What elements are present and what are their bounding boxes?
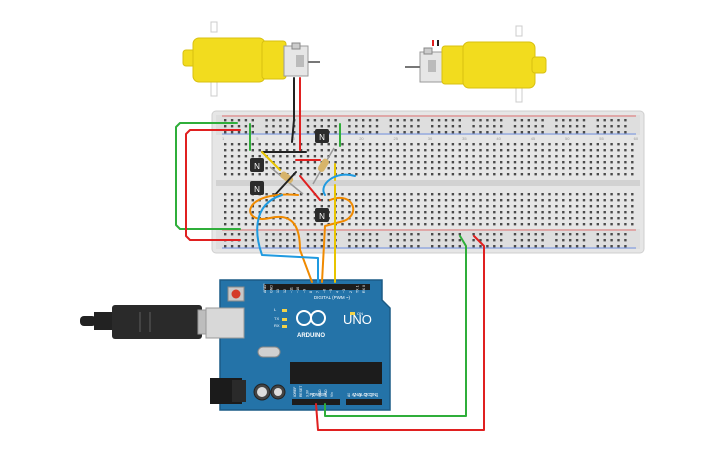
wire-motor-left-black[interactable] — [291, 77, 295, 143]
wire-blue-left[interactable] — [256, 194, 319, 283]
wire-yellow-a[interactable] — [261, 151, 281, 171]
analog-pin-label: A5 — [375, 393, 379, 397]
wire-orange-left[interactable] — [249, 193, 313, 283]
arduino-uno-board[interactable]: ARDUINO UNO DIGITAL (PWM ~) POWER ANALOG… — [205, 279, 391, 411]
power-pin-label: GND — [318, 389, 322, 397]
power-pin-label: 3.3V — [305, 389, 309, 397]
digital-pin-label: RX 0 — [362, 285, 366, 293]
transistor-q3[interactable]: N — [250, 181, 264, 195]
breadboard-column-number: 1 — [222, 136, 225, 141]
motor-left[interactable] — [182, 21, 320, 97]
digital-pin-header[interactable] — [264, 284, 370, 290]
breadboard-column-number: 30 — [428, 136, 433, 141]
breadboard-column-number: 25 — [394, 136, 399, 141]
led-label-l: L — [274, 307, 277, 312]
transistor-label: N — [254, 162, 260, 171]
analog-pin-label: A2 — [358, 393, 362, 397]
reset-button-icon[interactable] — [231, 289, 241, 299]
breadboard-column-number: 55 — [599, 136, 604, 141]
wire-red-diagonal[interactable] — [299, 175, 321, 201]
digital-pin-label: GND — [270, 285, 274, 293]
digital-header-label: DIGITAL (PWM ~) — [314, 295, 351, 300]
transistor-label: N — [319, 133, 325, 142]
transistor-q2[interactable]: N — [250, 158, 264, 172]
motor-right[interactable] — [405, 25, 547, 103]
transistor-label: N — [319, 212, 325, 221]
breadboard-column-number: 40 — [496, 136, 501, 141]
power-pin-label: 5V — [312, 392, 316, 397]
wire-red-power[interactable] — [315, 235, 485, 431]
digital-pin-label: 2 — [349, 291, 353, 293]
microcontroller-chip — [290, 362, 382, 384]
digital-pin-label: ~5 — [329, 289, 333, 293]
analog-pin-header[interactable] — [346, 399, 382, 405]
digital-pin-label: 7 — [316, 291, 320, 293]
power-pin-label: RESET — [299, 386, 303, 397]
wires — [175, 77, 485, 431]
power-pin-label: Vin — [330, 392, 334, 397]
digital-pin-label: 12 — [283, 289, 287, 293]
digital-pin-label: AREF — [263, 283, 267, 293]
wire-green-power[interactable] — [324, 235, 467, 417]
digital-pin-label: TX 1 — [355, 285, 359, 293]
breadboard-column-number: 50 — [565, 136, 570, 141]
power-pin-label: IOREF — [293, 387, 297, 397]
usb-cable[interactable] — [80, 305, 227, 339]
analog-pin-label: A0 — [347, 393, 351, 397]
resistor-right[interactable] — [312, 147, 335, 185]
power-pin-header[interactable] — [292, 399, 340, 405]
board-model-label: UNO — [343, 312, 372, 327]
analog-pin-label: A3 — [364, 393, 368, 397]
digital-pin-label: 13 — [276, 289, 280, 293]
breadboard-column-number: 45 — [531, 136, 536, 141]
transistor-q1[interactable]: N — [315, 129, 329, 143]
power-pin-label: GND — [324, 389, 328, 397]
digital-pin-label: 4 — [336, 291, 340, 293]
transistor-q4[interactable]: N — [315, 208, 329, 222]
digital-pin-label: ~6 — [322, 289, 326, 293]
breadboard[interactable]: 151015202530354045505560 — [211, 110, 645, 254]
breadboard-column-number: 60 — [634, 136, 639, 141]
digital-pin-label: ~3 — [342, 289, 346, 293]
breadboard-column-number: 5 — [256, 136, 259, 141]
breadboard-column-number: 35 — [462, 136, 467, 141]
digital-pin-label: ~11 — [289, 287, 293, 293]
breadboard-column-number: 20 — [359, 136, 364, 141]
wire-blue-right[interactable] — [322, 173, 356, 196]
analog-pin-label: A1 — [353, 393, 357, 397]
led-label-tx: TX — [274, 316, 279, 321]
wire-orange-right[interactable] — [321, 196, 355, 283]
led-label-on: ON — [357, 311, 363, 316]
digital-pin-label: ~9 — [303, 289, 307, 293]
wire-left-green[interactable] — [175, 122, 241, 230]
power-header-label: POWER — [309, 392, 327, 397]
analog-pin-label: A4 — [369, 393, 373, 397]
arduino-logo-icon — [296, 310, 326, 326]
arduino-logo-text: ARDUINO — [297, 333, 325, 339]
wire-black-diagonal[interactable] — [273, 171, 297, 197]
transistor-label: N — [254, 185, 260, 194]
led-label-rx: RX — [274, 323, 280, 328]
resistor-left[interactable] — [269, 166, 304, 195]
wire-left-red[interactable] — [185, 129, 241, 241]
analog-header-label: ANALOG IN — [352, 392, 377, 397]
digital-pin-label: 8 — [309, 291, 313, 293]
breadboard-holes — [224, 119, 634, 248]
digital-pin-label: ~10 — [296, 287, 300, 293]
